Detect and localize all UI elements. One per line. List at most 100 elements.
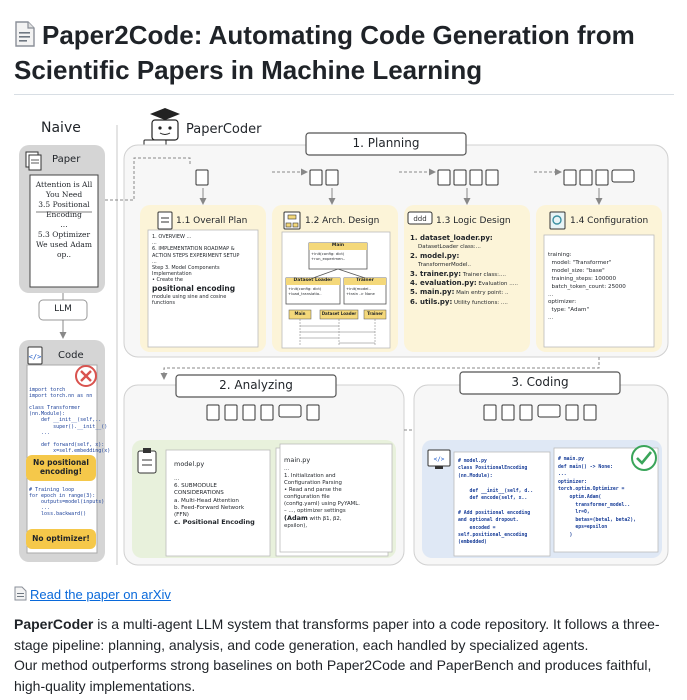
analyzing-line: ...: [174, 476, 180, 482]
arxiv-link[interactable]: Read the paper on arXiv: [30, 587, 171, 602]
coding-stage-label: 3. Coding: [511, 375, 569, 389]
paper-line: You Need: [45, 190, 83, 199]
paper-line: Encoding: [46, 210, 82, 219]
logic-card-icon: ddd: [407, 211, 433, 225]
paper-line: We used Adam op..: [35, 240, 93, 259]
analyzing-emphasis: (Adam: [284, 514, 308, 522]
planning-input-icons: [195, 169, 635, 186]
arch-dataset-label: Dataset Loader: [293, 278, 333, 283]
page-title-text: Paper2Code: Automating Code Generation f…: [14, 20, 635, 85]
plan-line: functions: [152, 299, 176, 306]
analyzing-line: configuration file: [284, 494, 330, 500]
naive-paper-page: [29, 174, 99, 288]
coding-input-icons: [483, 404, 597, 421]
arch-seq-main: Main: [294, 311, 306, 316]
title-divider: [14, 94, 674, 95]
document-icon: [15, 21, 35, 47]
logic-design-body: 1. dataset_loader.py: DatasetLoader class…: [410, 234, 528, 307]
arch-main-label: Main: [331, 243, 345, 248]
analyzing-line: 6. SUBMODULE: [174, 483, 217, 490]
arch-card-icon: [283, 211, 301, 230]
naive-code-block-2: # Training loop for epoch in range(3): o…: [29, 487, 105, 518]
plan-line: Step 3. Model Components: [152, 265, 220, 272]
svg-text:ddd: ddd: [413, 215, 426, 223]
arch-trainer-methods: +init(model..+train -> None: [346, 286, 375, 296]
logic-item-desc: Evaluation .....: [476, 281, 518, 288]
plan-line: • Create the: [152, 277, 183, 284]
logic-item-file: 4. evaluation.py:: [410, 279, 477, 288]
logic-design-title: 1.3 Logic Design: [436, 216, 511, 226]
analyzing-line: Configuration Parsing: [284, 480, 342, 486]
warning-positional-text: No positional encoding!: [33, 458, 89, 476]
plan-line: ACTION STEPS EXPERIMENT SETUP: [152, 252, 240, 259]
logic-item-desc: Main entry point: ..: [454, 290, 509, 297]
arch-dataset-methods: +init(config: dict)+load_translatio..: [288, 286, 322, 296]
overall-plan-body: 1. OVERVIEW ......6. IMPLEMENTATION ROAD…: [152, 234, 258, 306]
plan-card-icon: [157, 211, 173, 230]
coding-main-code: # main.py def main() -> None: ... optimi…: [558, 457, 636, 538]
analyzing-stage-label-box: [175, 374, 337, 398]
logic-item: 5. main.py: Main entry point: ..: [410, 288, 528, 297]
warning-positional-badge: [26, 455, 96, 481]
analyzing-line-tail: with β1, β2,: [307, 516, 342, 522]
analyzing-model-filename: model.py: [174, 460, 205, 468]
analyzing-line: (config.yaml) using PyYAML.: [284, 501, 361, 507]
planning-stage-label-box: [305, 132, 467, 156]
analyzing-main-filename: main.py: [284, 456, 311, 464]
configuration-body: training: model: "Transformer" model_siz…: [548, 252, 626, 322]
analyzing-line: • Read and parse the: [284, 487, 342, 493]
arxiv-link-row: Read the paper on arXiv: [14, 586, 171, 603]
arch-method: +init(config: dict): [311, 251, 345, 256]
analyzing-line: (Adam with β1, β2,: [284, 515, 388, 523]
naive-code-block: import torch import torch.nn as nn class…: [29, 387, 111, 454]
arch-method: +init(config: dict): [288, 286, 322, 291]
overall-plan-title: 1.1 Overall Plan: [176, 216, 248, 226]
plan-emphasis: positional encoding: [152, 283, 236, 293]
analyzer-clipboard-icon: [137, 448, 157, 474]
logic-item-file: 1. dataset_loader.py:: [410, 234, 493, 242]
logic-item-file: 6. utils.py:: [410, 297, 453, 306]
coding-model-code: # model.py class PositionalEncoding (nn.…: [458, 459, 534, 546]
arch-main-methods: +init(config: dict)+run_experimen..: [311, 251, 345, 261]
arch-seq-trainer: Trainer: [367, 311, 383, 316]
analyzing-line: (FFN): [174, 512, 189, 519]
logic-item: 4. evaluation.py: Evaluation .....: [410, 279, 528, 288]
analyzing-line: epsilon),: [284, 523, 308, 529]
plan-line: 6. IMPLEMENTATION ROADMAP &: [152, 246, 235, 253]
warning-optimizer-badge: [26, 529, 96, 549]
papercoder-mascot-icon: [143, 108, 180, 151]
paper-line: ...: [60, 220, 68, 229]
description-sentence-2: Our method outperforms strong baselines …: [14, 657, 652, 694]
logic-item-desc: DatasetLoader class:...: [418, 244, 481, 251]
logic-item: 6. utils.py: Utility functions: ....: [410, 298, 528, 307]
arch-method: +run_experimen..: [311, 256, 346, 261]
plan-line: 1. OVERVIEW ...: [152, 234, 192, 240]
arch-method: +train -> None: [346, 291, 375, 296]
arch-seq-dataset: Dataset Loader: [321, 311, 357, 316]
description-sentence-1: is a multi-agent LLM system that transfo…: [14, 616, 660, 653]
arch-trainer-label: Trainer: [356, 278, 374, 283]
configuration-title: 1.4 Configuration: [570, 216, 649, 226]
paper-line: Attention is All: [35, 180, 93, 189]
logic-item-file: 5. main.py:: [410, 288, 455, 297]
llm-label: LLM: [54, 304, 72, 314]
description-lead: PaperCoder: [14, 616, 94, 632]
analyzing-emphasis: c. Positional Encoding: [174, 518, 255, 527]
analyzing-line: a. Multi-Head Attention: [174, 497, 239, 504]
analyzing-input-icons: [206, 404, 320, 421]
naive-code-label: Code: [58, 350, 84, 361]
logic-item-desc: TransformerModel..: [418, 262, 472, 269]
error-x-icon: [75, 365, 97, 387]
plan-line: Implementation: [152, 271, 192, 278]
code-file-icon: </>: [27, 346, 43, 365]
analyzing-line: CONSIDERATIONS: [174, 490, 224, 497]
document-icon: [14, 586, 27, 601]
paper-line: 3.5 Positional: [38, 200, 90, 209]
figure-canvas: </>: [19, 108, 669, 566]
analyzing-line: ...: [284, 466, 290, 472]
papercoder-overview-figure: </>: [14, 100, 674, 570]
analyzing-line: – ..., optimizer settings: [284, 508, 346, 514]
logic-item-desc: Utility functions: ....: [452, 299, 508, 306]
logic-item: 2. model.py:: [410, 252, 528, 261]
